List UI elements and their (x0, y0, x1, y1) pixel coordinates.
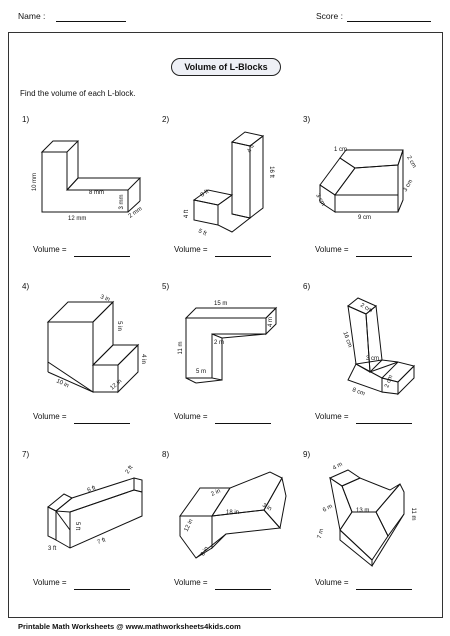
fig3-length-label: 9 cm (358, 215, 371, 221)
name-input-line[interactable] (56, 21, 126, 22)
fig5-top-length-label: 15 m (214, 301, 227, 307)
volume-label-6: Volume = (315, 412, 349, 421)
fig2-arm-length-label: 8 ft (200, 189, 211, 199)
fig8-bottom-label: 6 in (200, 546, 210, 557)
footer-credit: Printable Math Worksheets @ www.mathwork… (18, 622, 241, 631)
score-input-line[interactable] (347, 21, 431, 22)
volume-answer-line-3[interactable] (356, 256, 412, 257)
fig5-depth-label: 5 m (196, 369, 206, 375)
problem-number-5: 5) (162, 282, 170, 291)
fig9-middle-label: 13 m (356, 508, 369, 514)
fig3-right-depth-label: 2 cm (405, 155, 417, 169)
fig8-right-label: 3 in (261, 503, 272, 513)
volume-label-3: Volume = (315, 245, 349, 254)
volume-label-2: Volume = (174, 245, 208, 254)
fig2-top-width-label: 4 ft (247, 143, 257, 154)
problem-number-9: 9) (303, 450, 311, 459)
fig3-right-height-label: 3 cm (403, 179, 415, 193)
fig7-end-label: 2 ft (125, 465, 135, 476)
fig8-left-label: 12 in (184, 518, 195, 532)
problem-number-7: 7) (22, 450, 30, 459)
fig3-left-label: 3 cm (314, 193, 326, 207)
volume-label-4: Volume = (33, 412, 67, 421)
fig7-depth-label: 3 ft (48, 546, 57, 552)
fig2-depth-label: 5 ft (197, 228, 207, 237)
fig2-arm-height-label: 4 ft (184, 210, 190, 219)
fig6-height-label: 16 cm (341, 331, 352, 348)
problem-number-1: 1) (22, 115, 30, 124)
volume-label-9: Volume = (315, 578, 349, 587)
volume-answer-line-4[interactable] (74, 423, 130, 424)
fig4-upper-height-label: 5 in (116, 321, 122, 331)
volume-answer-line-8[interactable] (215, 589, 271, 590)
fig6-top-label: 2 cm (359, 303, 373, 315)
volume-answer-line-9[interactable] (356, 589, 412, 590)
instructions: Find the volume of each L-block. (20, 89, 136, 98)
score-label: Score : (316, 11, 343, 21)
fig8-top-label: 2 in (210, 488, 221, 498)
fig5-inner-width-label: 2 m (214, 340, 224, 346)
fig6-base-label: 8 cm (351, 387, 365, 397)
fig4-top-label: 3 in (99, 294, 110, 303)
fig5-left-height-label: 11 m (178, 342, 184, 355)
fig1-top-length-label: 8 mm (89, 190, 104, 196)
fig9-right-label: 11 m (410, 508, 416, 521)
fig3-top-width-label: 1 cm (334, 147, 347, 153)
volume-label-1: Volume = (33, 245, 67, 254)
volume-label-7: Volume = (33, 578, 67, 587)
volume-label-8: Volume = (174, 578, 208, 587)
fig1-step-label: 3 mm (119, 194, 125, 209)
volume-answer-line-6[interactable] (356, 423, 412, 424)
fig1-base-label: 12 mm (68, 216, 86, 222)
fig7-height-label: 5 ft (74, 522, 80, 531)
worksheet-title: Volume of L-Blocks (171, 58, 281, 76)
fig4-length-label: 10 in (55, 378, 69, 389)
volume-label-5: Volume = (174, 412, 208, 421)
fig7-length-label: 7 ft (97, 537, 107, 546)
volume-answer-line-7[interactable] (74, 589, 130, 590)
fig9-top-label: 4 m (332, 462, 344, 472)
fig6-end-label: 2 cm (384, 374, 394, 388)
problem-number-3: 3) (303, 115, 311, 124)
worksheet-frame (8, 32, 443, 618)
volume-answer-line-2[interactable] (215, 256, 271, 257)
fig7-top-length-label: 6 ft (87, 485, 97, 494)
fig4-step-height-label: 4 in (140, 354, 146, 364)
volume-answer-line-5[interactable] (215, 423, 271, 424)
problem-number-2: 2) (162, 115, 170, 124)
volume-answer-line-1[interactable] (74, 256, 130, 257)
fig6-inner-label: 3 cm (366, 356, 379, 362)
fig8-middle-label: 18 in (226, 510, 239, 516)
fig1-height-label: 10 mm (32, 173, 38, 191)
fig2-height-label: 16 ft (268, 166, 274, 178)
fig9-left-label: 6 m (322, 504, 334, 514)
fig9-bottom-label: 7 m (317, 528, 325, 539)
fig5-right-height-label: 4 m (268, 317, 274, 327)
problem-number-8: 8) (162, 450, 170, 459)
problem-number-4: 4) (22, 282, 30, 291)
problem-number-6: 6) (303, 282, 311, 291)
name-label: Name : (18, 11, 46, 21)
